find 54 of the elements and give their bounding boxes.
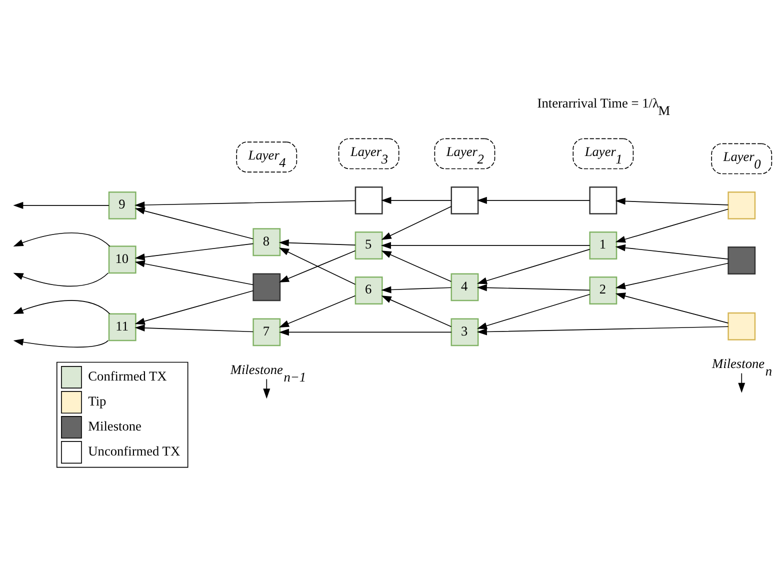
node-box — [728, 191, 756, 220]
arrow — [615, 292, 729, 324]
arrow — [134, 324, 254, 332]
arrow — [380, 242, 590, 249]
legend-label: Confirmed TX — [88, 368, 167, 384]
node-box: 3 — [450, 318, 479, 346]
legend-label: Unconfirmed TX — [88, 443, 180, 458]
arrow — [615, 262, 729, 290]
arrow — [738, 372, 746, 393]
arrow — [278, 239, 356, 246]
node-box — [252, 273, 281, 302]
node-box: 7 — [252, 318, 281, 346]
legend-label: Milestone — [88, 418, 142, 434]
arrow — [381, 250, 452, 282]
node-box — [728, 246, 756, 274]
arrow — [381, 296, 452, 327]
node-box: 4 — [450, 273, 479, 302]
arrow — [134, 243, 254, 260]
node-box: 5 — [354, 232, 383, 260]
node-box: 8 — [252, 228, 281, 256]
arrow — [278, 328, 452, 336]
node-box — [354, 186, 383, 214]
node-box — [450, 186, 479, 214]
arrow — [13, 232, 110, 247]
arrow — [13, 202, 110, 209]
node-box — [728, 312, 756, 340]
node-box: 9 — [108, 191, 136, 220]
arrow — [278, 295, 356, 328]
node-box: 2 — [589, 276, 618, 304]
arrow — [476, 248, 590, 284]
arrow — [476, 294, 590, 330]
arrow — [381, 286, 452, 294]
arrow — [13, 272, 109, 287]
arrow — [476, 196, 590, 204]
arrow — [134, 208, 254, 240]
node-box: 6 — [354, 276, 383, 304]
node-box: 1 — [589, 232, 618, 260]
arrow — [476, 284, 590, 292]
arrow — [615, 208, 729, 243]
node-box: 10 — [108, 246, 136, 274]
arrow — [381, 196, 452, 204]
arrow — [263, 378, 270, 399]
arrow — [615, 198, 729, 206]
node-box: 11 — [108, 313, 136, 342]
arrow — [13, 300, 110, 314]
arrow — [13, 338, 109, 348]
arrow — [134, 290, 254, 325]
arrow — [134, 200, 356, 208]
node-box — [589, 186, 618, 214]
arrow — [134, 260, 254, 286]
legend-label: Tip — [88, 393, 106, 408]
arrow — [476, 326, 729, 336]
arrow — [381, 206, 452, 240]
arrow — [615, 244, 729, 260]
